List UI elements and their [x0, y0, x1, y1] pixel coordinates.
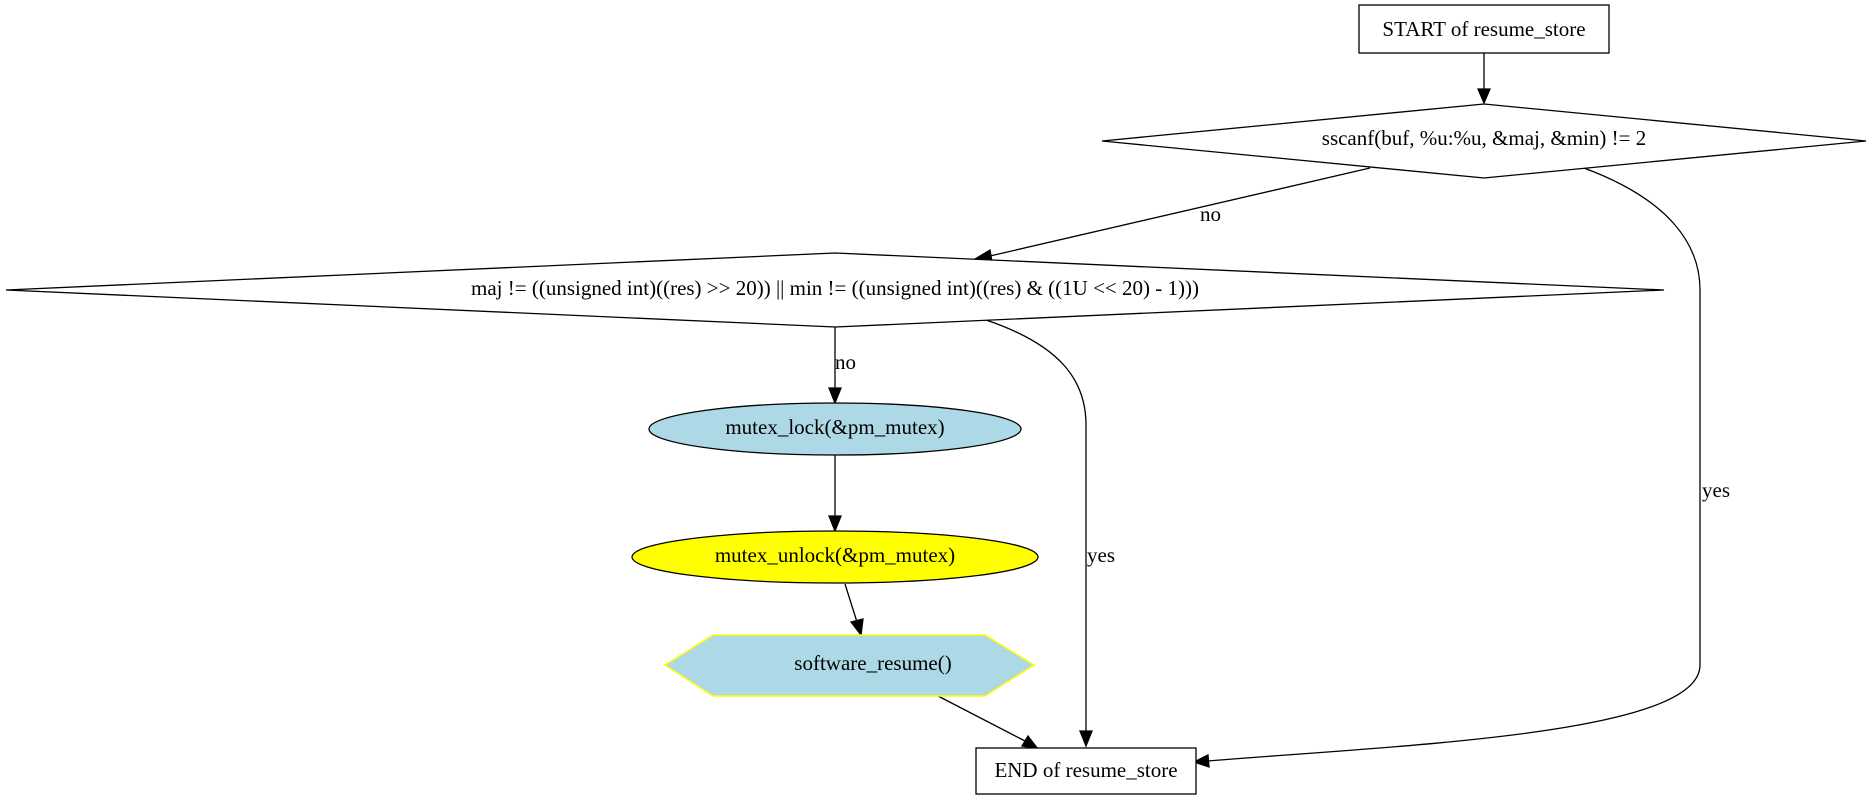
- edge-cond1-to-end: [1207, 167, 1701, 762]
- edge-label-no: no: [1200, 202, 1221, 226]
- arrowhead-icon: [1079, 730, 1093, 748]
- condition-sscanf-shape: [1101, 103, 1867, 179]
- end-node-label: END of resume_store: [994, 758, 1177, 782]
- arrowhead-icon: [828, 387, 842, 405]
- edge-cond1-to-cond2: [989, 167, 1371, 257]
- software-resume-node-label: software_resume(): [794, 651, 951, 675]
- arrowhead-icon: [849, 618, 864, 637]
- mutex-lock-node[interactable]: mutex_lock(&pm_mutex): [648, 402, 1022, 456]
- arrowhead-icon: [828, 515, 842, 533]
- condition-sscanf-label: sscanf(buf, %u:%u, &maj, &min) != 2: [1322, 126, 1646, 150]
- edge-label-yes: yes: [1087, 543, 1115, 567]
- edge-label-yes: yes: [1702, 478, 1730, 502]
- software-resume-node[interactable]: software_resume(): [663, 634, 1036, 697]
- arrowhead-icon: [1477, 88, 1491, 105]
- start-node-shape: [1358, 4, 1610, 54]
- mutex-unlock-node-shape: [631, 530, 1039, 584]
- mutex-lock-node-shape: [648, 402, 1022, 456]
- condition-maj-min-label: maj != ((unsigned int)((res) >> 20)) || …: [471, 276, 1199, 300]
- arrowhead-icon: [1192, 753, 1210, 768]
- edge-label-no: no: [835, 350, 856, 374]
- software-resume-node-shape: [663, 634, 1036, 697]
- edge-resume-to-end: [937, 695, 1026, 742]
- edge-unlock-to-resume: [844, 583, 858, 623]
- mutex-unlock-node[interactable]: mutex_unlock(&pm_mutex): [631, 530, 1039, 584]
- start-node-label: START of resume_store: [1382, 17, 1585, 41]
- edge-cond2-to-end: [985, 319, 1087, 733]
- end-node[interactable]: END of resume_store: [975, 747, 1197, 795]
- edges: no yes no yes: [828, 53, 1730, 768]
- arrowhead-icon: [1020, 734, 1040, 750]
- nodes: START of resume_store sscanf(buf, %u:%u,…: [5, 4, 1867, 795]
- condition-maj-min[interactable]: maj != ((unsigned int)((res) >> 20)) || …: [5, 252, 1665, 328]
- condition-maj-min-shape: [5, 252, 1665, 328]
- start-node[interactable]: START of resume_store: [1358, 4, 1610, 54]
- end-node-shape: [975, 747, 1197, 795]
- condition-sscanf[interactable]: sscanf(buf, %u:%u, &maj, &min) != 2: [1101, 103, 1867, 179]
- mutex-lock-node-label: mutex_lock(&pm_mutex): [725, 415, 944, 439]
- mutex-unlock-node-label: mutex_unlock(&pm_mutex): [715, 543, 955, 567]
